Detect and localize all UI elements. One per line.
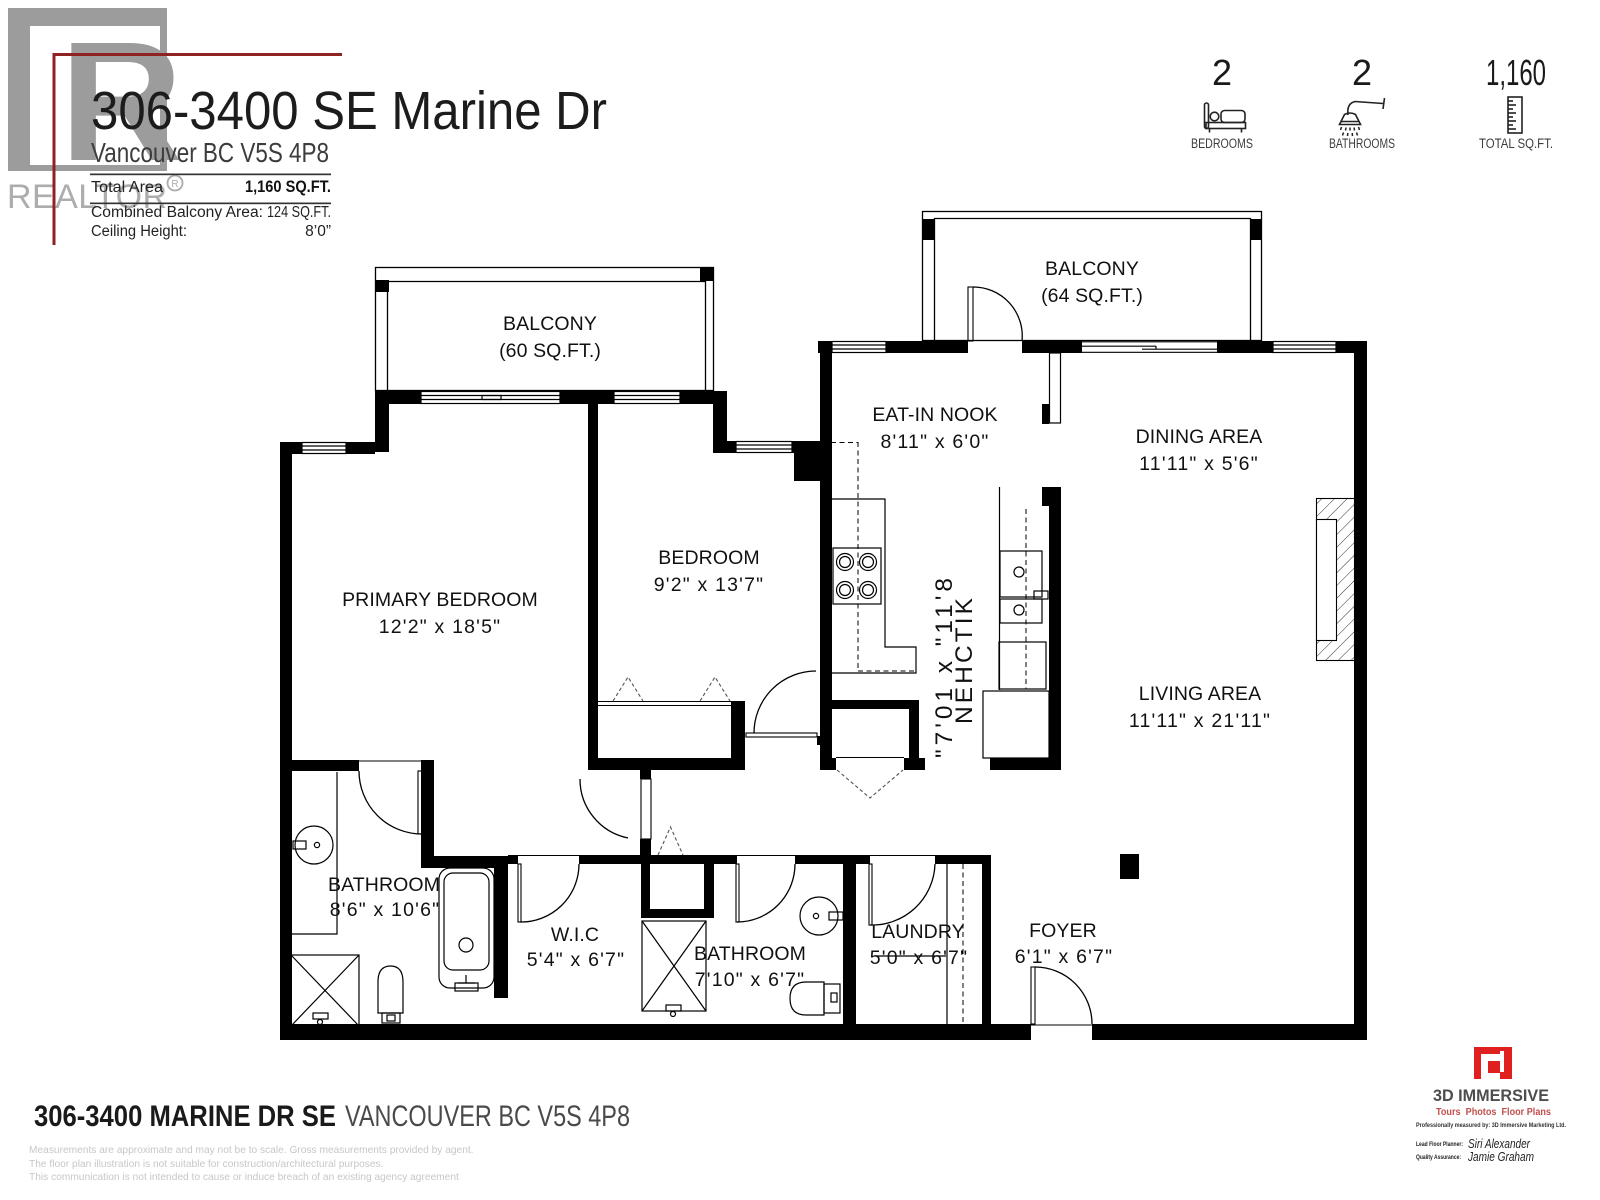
svg-text:LAUNDRY: LAUNDRY (871, 921, 965, 943)
svg-text:BEDROOMS: BEDROOMS (1191, 136, 1253, 151)
svg-text:This communication is not inte: This communication is not intended to ca… (29, 1172, 459, 1183)
svg-text:1,160 SQ.FT.: 1,160 SQ.FT. (245, 177, 331, 196)
svg-text:(60 SQ.FT.): (60 SQ.FT.) (499, 340, 601, 362)
svg-text:BALCONY: BALCONY (503, 313, 597, 335)
svg-text:Ceiling Height:: Ceiling Height: (91, 223, 187, 240)
svg-text:The floor plan illustration is: The floor plan illustration is not suita… (29, 1159, 383, 1170)
svg-text:Professionally measured by: 3D: Professionally measured by: 3D Immersive… (1416, 1122, 1566, 1129)
svg-text:BALCONY: BALCONY (1045, 258, 1139, 280)
svg-text:Quality Assurance:: Quality Assurance: (1416, 1154, 1461, 1161)
svg-text:DINING AREA: DINING AREA (1136, 426, 1263, 448)
svg-text:BATHROOM: BATHROOM (694, 943, 806, 965)
svg-text:2: 2 (1212, 52, 1232, 93)
svg-text:8'6" x 10'6": 8'6" x 10'6" (330, 899, 441, 921)
svg-text:Measurements are approximate a: Measurements are approximate and may not… (29, 1145, 474, 1156)
svg-text:Tours Photos Floor Plans: Tours Photos Floor Plans (1436, 1107, 1551, 1118)
svg-text:W.I.C: W.I.C (551, 924, 599, 946)
svg-text:306-3400 SE Marine Dr: 306-3400 SE Marine Dr (91, 81, 607, 141)
svg-text:R: R (60, 7, 183, 197)
svg-text:Jamie Graham: Jamie Graham (1467, 1150, 1534, 1164)
svg-text:FOYER: FOYER (1029, 920, 1097, 942)
svg-text:REALTOR: REALTOR (7, 178, 167, 216)
svg-text:8’0”: 8’0” (305, 223, 331, 240)
svg-text:PRIMARY BEDROOM: PRIMARY BEDROOM (342, 589, 538, 611)
svg-text:11'11" x 5'6": 11'11" x 5'6" (1139, 453, 1259, 475)
svg-text:12'2" x 18'5": 12'2" x 18'5" (379, 616, 502, 638)
svg-text:Siri Alexander: Siri Alexander (1468, 1137, 1531, 1151)
svg-text:BEDROOM: BEDROOM (658, 547, 759, 569)
svg-text:5'4" x 6'7": 5'4" x 6'7" (527, 949, 625, 971)
svg-text:124 SQ.FT.: 124 SQ.FT. (267, 204, 331, 221)
svg-text:LIVING AREA: LIVING AREA (1139, 683, 1261, 705)
svg-text:TOTAL SQ.FT.: TOTAL SQ.FT. (1479, 136, 1553, 151)
svg-text:R: R (171, 179, 178, 190)
svg-text:Combined Balcony Area:: Combined Balcony Area: (91, 204, 263, 221)
svg-text:6'1" x 6'7": 6'1" x 6'7" (1015, 946, 1113, 968)
svg-text:Lead Floor Planner:: Lead Floor Planner: (1416, 1141, 1463, 1148)
svg-text:9'2" x 13'7": 9'2" x 13'7" (654, 574, 765, 596)
svg-text:BATHROOM: BATHROOM (328, 874, 440, 896)
svg-text:VANCOUVER BC V5S 4P8: VANCOUVER BC V5S 4P8 (345, 1100, 630, 1133)
svg-text:5'0" x 6'7": 5'0" x 6'7" (870, 947, 968, 969)
svg-text:1,160: 1,160 (1486, 52, 1546, 93)
svg-text:2: 2 (1352, 52, 1372, 93)
svg-text:Total Area: Total Area (91, 179, 163, 196)
svg-text:Vancouver BC V5S 4P8: Vancouver BC V5S 4P8 (91, 137, 329, 168)
svg-text:EAT-IN NOOK: EAT-IN NOOK (872, 404, 997, 426)
svg-text:8'11" x 6'0": 8'11" x 6'0" (880, 431, 989, 453)
svg-text:BATHROOMS: BATHROOMS (1329, 136, 1395, 151)
svg-text:11'11" x 21'11": 11'11" x 21'11" (1129, 710, 1271, 732)
svg-text:NEHCTIK: NEHCTIK (951, 597, 978, 724)
svg-text:"7'01 x "11'8: "7'01 x "11'8 (931, 578, 958, 758)
svg-text:3D IMMERSIVE: 3D IMMERSIVE (1433, 1086, 1549, 1105)
svg-text:7'10" x 6'7": 7'10" x 6'7" (695, 969, 806, 991)
svg-text:306-3400 MARINE DR SE: 306-3400 MARINE DR SE (34, 1100, 336, 1133)
svg-text:(64 SQ.FT.): (64 SQ.FT.) (1041, 285, 1143, 307)
